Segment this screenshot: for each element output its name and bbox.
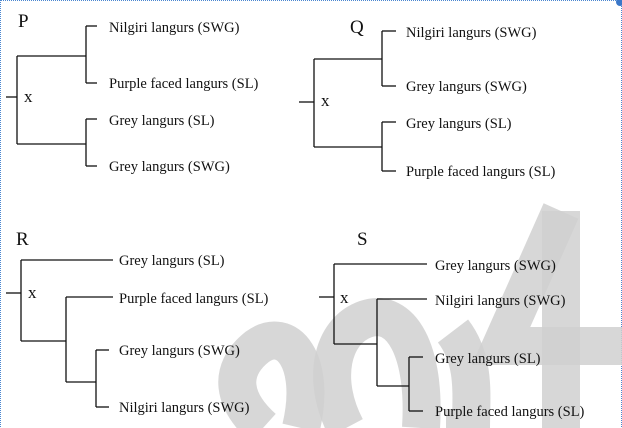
panel-label-s: S bbox=[357, 229, 368, 250]
leaf-label: Nilgiri langurs (SWG) bbox=[119, 400, 250, 416]
panel-label-q: Q bbox=[350, 17, 364, 38]
tree-panel-r: R x Grey langurs (SL) Purple faced langu… bbox=[6, 229, 269, 416]
selection-handle[interactable] bbox=[616, 0, 622, 6]
root-label-p: x bbox=[24, 87, 33, 106]
leaf-label: Purple faced langurs (SL) bbox=[119, 291, 269, 307]
panel-label-r: R bbox=[16, 229, 29, 250]
leaf-label: Grey langurs (SWG) bbox=[406, 79, 527, 95]
tree-panel-s: S x Grey langurs (SWG) Nilgiri langurs (… bbox=[319, 229, 585, 420]
root-label-s: x bbox=[340, 288, 349, 307]
leaf-label: Purple faced langurs (SL) bbox=[109, 76, 259, 92]
leaf-label: Grey langurs (SL) bbox=[109, 113, 215, 129]
leaf-label: Grey langurs (SL) bbox=[435, 351, 541, 367]
tree-panel-p: P x Nilgiri langurs (SWG) Purple faced l… bbox=[6, 11, 259, 175]
leaf-label: Grey langurs (SWG) bbox=[435, 258, 556, 274]
leaf-label: Nilgiri langurs (SWG) bbox=[109, 20, 240, 36]
leaf-label: Purple faced langurs (SL) bbox=[435, 404, 585, 420]
leaf-label: Nilgiri langurs (SWG) bbox=[435, 293, 566, 309]
tree-panel-q: Q x Nilgiri langurs (SWG) Grey langurs (… bbox=[299, 17, 556, 180]
panel-label-p: P bbox=[18, 11, 29, 32]
watermark-2024 bbox=[218, 203, 622, 428]
leaf-label: Grey langurs (SL) bbox=[119, 253, 225, 269]
leaf-label: Nilgiri langurs (SWG) bbox=[406, 25, 537, 41]
leaf-label: Grey langurs (SWG) bbox=[119, 343, 240, 359]
leaf-label: Grey langurs (SWG) bbox=[109, 159, 230, 175]
leaf-label: Purple faced langurs (SL) bbox=[406, 164, 556, 180]
root-label-q: x bbox=[321, 91, 330, 110]
root-label-r: x bbox=[28, 283, 37, 302]
leaf-label: Grey langurs (SL) bbox=[406, 116, 512, 132]
